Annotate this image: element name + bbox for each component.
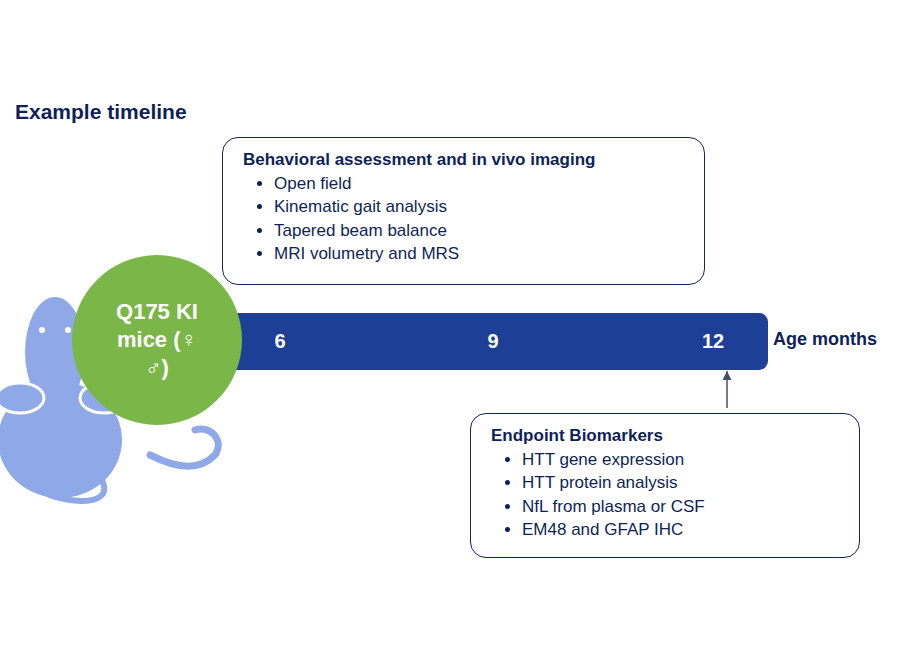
- circle-fill: [72, 255, 242, 425]
- age-tick: 9: [487, 313, 498, 370]
- bullet-item: NfL from plasma or CSF: [522, 495, 841, 518]
- bullet-item: HTT gene expression: [522, 448, 841, 471]
- bullet-item: MRI volumetry and MRS: [274, 242, 686, 265]
- cohort-label: Q175 KI mice (♀ ♂): [107, 298, 207, 382]
- bullet-item: Kinematic gait analysis: [274, 195, 686, 218]
- bullet-list: Open fieldKinematic gait analysisTapered…: [243, 172, 686, 265]
- box-heading: Endpoint Biomarkers: [491, 425, 841, 447]
- age-tick: 6: [274, 313, 285, 370]
- timeline-bar: 6 9 12: [235, 313, 768, 370]
- cohort-circle: Q175 KI mice (♀ ♂): [72, 255, 242, 425]
- age-tick: 12: [702, 313, 724, 370]
- bullet-item: Open field: [274, 172, 686, 195]
- box-heading: Behavioral assessment and in vivo imagin…: [243, 149, 686, 171]
- timeline-arrow: [726, 371, 728, 408]
- diagram-title: Example timeline: [15, 100, 187, 124]
- info-box: Behavioral assessment and in vivo imagin…: [222, 137, 705, 285]
- bullet-item: EM48 and GFAP IHC: [522, 518, 841, 541]
- bullet-item: HTT protein analysis: [522, 471, 841, 494]
- axis-label: Age months: [773, 329, 877, 350]
- bullet-item: Tapered beam balance: [274, 219, 686, 242]
- bullet-list: HTT gene expressionHTT protein analysisN…: [491, 448, 841, 541]
- info-box: Endpoint BiomarkersHTT gene expressionHT…: [470, 413, 860, 558]
